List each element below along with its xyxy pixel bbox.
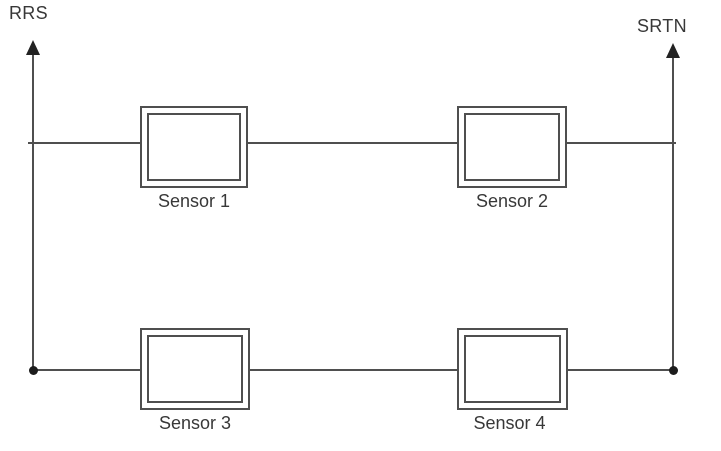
srtn-arrow-up-icon — [666, 43, 680, 58]
srtn-bus-line — [672, 56, 674, 372]
sensor-3-label: Sensor 3 — [158, 413, 232, 433]
rrs-arrow-up-icon — [26, 40, 40, 55]
sensor-1-label: Sensor 1 — [157, 191, 231, 211]
sensor-3-inner-box — [147, 335, 243, 403]
bottom-row-wire — [33, 369, 674, 371]
sensor-3-box — [140, 328, 250, 410]
junction-dot-left — [29, 366, 38, 375]
sensor-1-box — [140, 106, 248, 188]
sensor-4-inner-box — [464, 335, 561, 403]
sensor-4-box — [457, 328, 568, 410]
rrs-bus-label: RRS — [9, 3, 48, 23]
sensor-1-inner-box — [147, 113, 241, 181]
sensor-2-inner-box — [464, 113, 560, 181]
top-row-wire — [28, 142, 676, 144]
srtn-bus-label: SRTN — [637, 16, 687, 36]
sensor-2-label: Sensor 2 — [475, 191, 549, 211]
junction-dot-right — [669, 366, 678, 375]
sensor-2-box — [457, 106, 567, 188]
sensor-4-label: Sensor 4 — [473, 413, 546, 433]
rrs-bus-line — [32, 52, 34, 372]
